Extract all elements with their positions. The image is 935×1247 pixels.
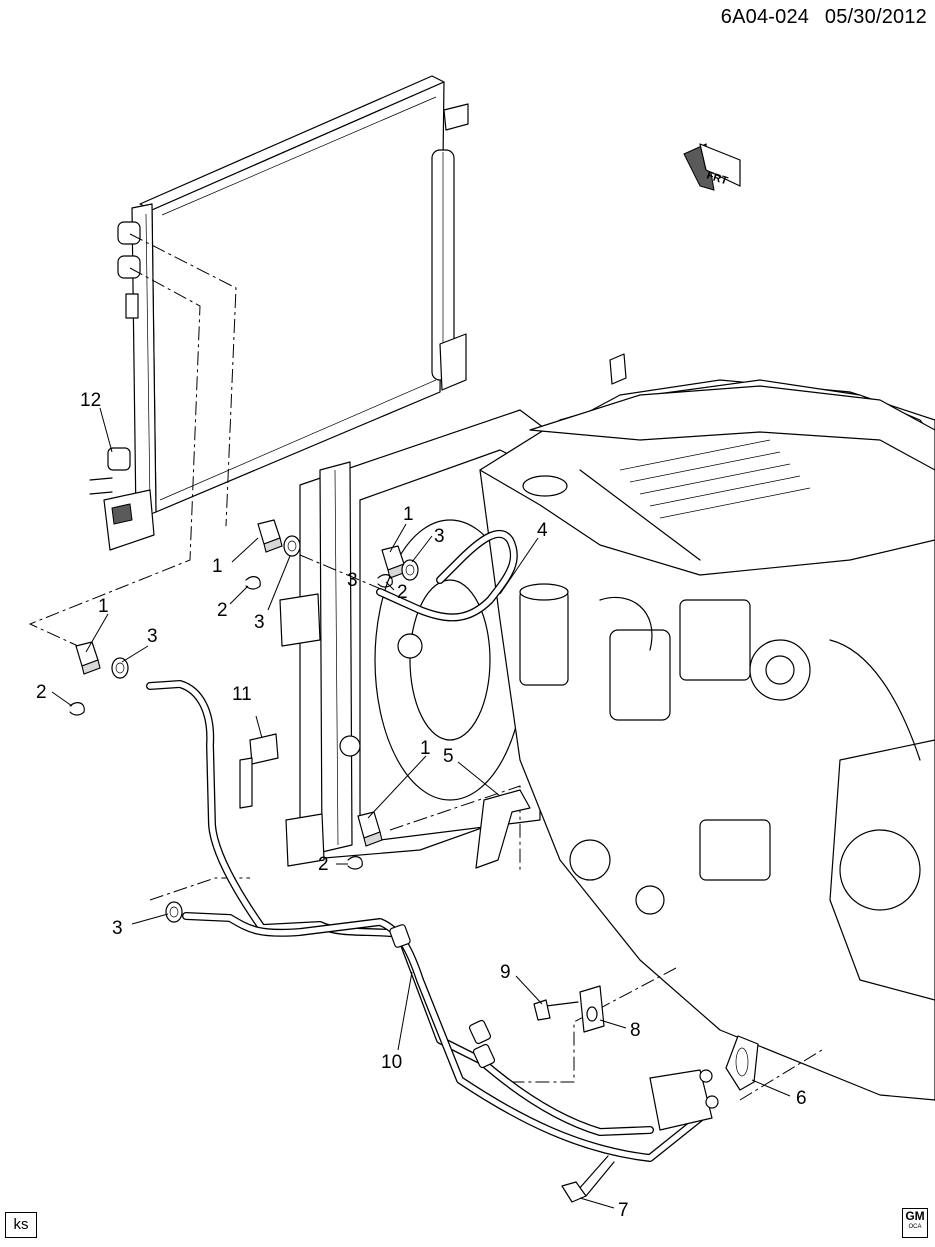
- callout-3-d: 3: [112, 918, 123, 939]
- bolt-9: [533, 999, 579, 1021]
- clip-2b: [377, 574, 393, 588]
- assembly-leader-lines: [28, 233, 823, 1101]
- drawing-code: 6A04-024: [720, 6, 810, 28]
- clip-2d: [347, 856, 363, 870]
- callout-7: 7: [618, 1200, 629, 1221]
- seal-3a: [283, 535, 301, 557]
- callout-leaders: [51, 407, 791, 1209]
- callout-3-c: 3: [147, 626, 158, 647]
- callout-9: 9: [500, 962, 511, 983]
- seal-3b: [401, 559, 419, 581]
- callout-3-a: 3: [434, 526, 445, 547]
- fitting-1a: [257, 519, 283, 553]
- gasket-6: [725, 1035, 759, 1091]
- callout-1-d: 1: [420, 738, 431, 759]
- bracket-5: [475, 789, 531, 869]
- callout-6: 6: [796, 1088, 807, 1109]
- callout-2-a: 2: [217, 600, 228, 621]
- illustrator-tag: ks: [5, 1212, 37, 1238]
- callout-2-b: 2: [397, 582, 408, 603]
- gm-logo-text: GM: [905, 1209, 925, 1223]
- seal-3c: [111, 657, 129, 679]
- bolt-7: [561, 1155, 615, 1203]
- callout-11: 11: [232, 684, 252, 705]
- callout-1-a: 1: [212, 556, 223, 577]
- fitting-1c: [75, 641, 101, 675]
- gm-logo: GM OCA: [902, 1208, 928, 1238]
- callout-12: 12: [80, 390, 101, 411]
- callout-8: 8: [630, 1020, 641, 1041]
- fitting-1d: [357, 811, 383, 847]
- gm-logo-subtext: OCA: [908, 1224, 922, 1230]
- callout-2-c: 2: [36, 682, 47, 703]
- callout-3-e: 3: [347, 570, 358, 591]
- callout-3-b: 3: [254, 612, 265, 633]
- callout-1-b: 1: [403, 504, 414, 525]
- pipe-assembly-10: [146, 680, 719, 1162]
- callout-4: 4: [537, 520, 548, 541]
- drawing-date: 05/30/2012: [824, 6, 927, 28]
- clip-2a: [245, 576, 261, 590]
- clip-2c: [69, 702, 85, 716]
- callout-labels: 1 1 1 1 2 2 2 2 3 3 3 3 3 4 5 6 7 8 9 10…: [36, 390, 807, 1221]
- bracket-11: [239, 733, 279, 809]
- seal-3d: [165, 901, 183, 923]
- callout-2-d: 2: [318, 854, 329, 875]
- engine-assembly: [279, 353, 935, 1101]
- callout-1-c: 1: [98, 596, 109, 617]
- hose-4: [376, 530, 518, 622]
- callout-5: 5: [443, 746, 454, 767]
- radiator: [89, 75, 469, 551]
- clip-8: [579, 985, 605, 1033]
- drawing-header: 6A04-024 05/30/2012: [711, 6, 927, 29]
- front-direction-arrow: FRT: [683, 143, 741, 191]
- callout-10: 10: [381, 1052, 402, 1073]
